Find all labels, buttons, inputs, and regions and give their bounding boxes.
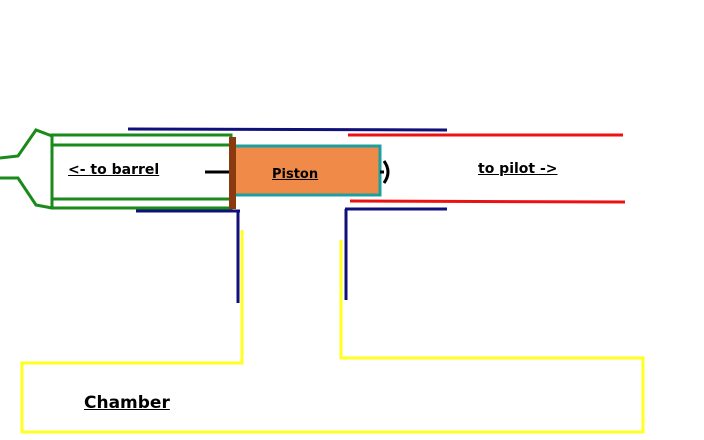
to-barrel-label: <- to barrel (68, 162, 160, 178)
barrel-nozzle-bottom (0, 176, 53, 210)
chamber-outline (20, 230, 645, 434)
piston-seal (229, 137, 236, 209)
housing-top-line (127, 127, 448, 132)
to-pilot-label: to pilot -> (478, 161, 558, 177)
barrel-nozzle-top (0, 128, 53, 160)
piston-label: Piston (272, 167, 319, 182)
piston (205, 137, 390, 209)
housing (127, 127, 448, 303)
pilot-tube-bottom (349, 199, 626, 204)
pilot-tube (348, 133, 626, 204)
piston-rod-right (380, 160, 390, 184)
chamber-label: Chamber (84, 393, 170, 413)
